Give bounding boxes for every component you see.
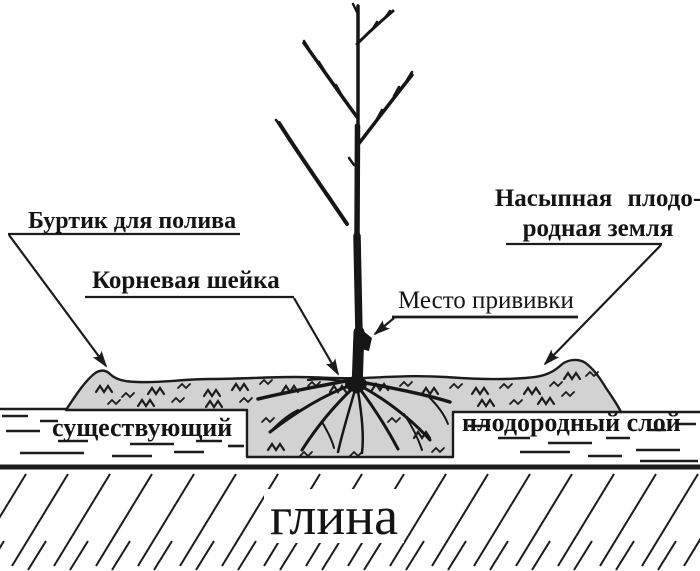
label-watering-ridge: Буртик для полива (28, 208, 237, 234)
label-fill-soil: Насыпная плодо- родная земля (492, 184, 700, 244)
arrow-watering-ridge (8, 234, 108, 368)
graft-bulge (361, 330, 372, 351)
label-underlines (8, 232, 662, 319)
arrow-fill-soil (543, 244, 662, 366)
root-system (256, 378, 452, 455)
sapling-tree (274, 2, 414, 394)
soil-mound (64, 358, 623, 459)
soil-band-dashes (2, 414, 698, 463)
label-graft-site: Место прививки (398, 287, 574, 314)
arrow-root-collar (293, 297, 340, 376)
arrow-graft-site (373, 317, 395, 336)
label-existing-soil-right: плодородный слой (462, 408, 681, 437)
tree-buds (274, 2, 414, 201)
label-existing-soil-left: существующий (52, 413, 233, 442)
label-root-collar: Корневая шейка (92, 267, 280, 294)
label-fill-soil-line1: Насыпная плодо- (494, 185, 700, 212)
label-fill-soil-line2: родная земля (522, 215, 674, 242)
label-clay: глина (264, 489, 405, 543)
leader-arrows (8, 234, 662, 376)
